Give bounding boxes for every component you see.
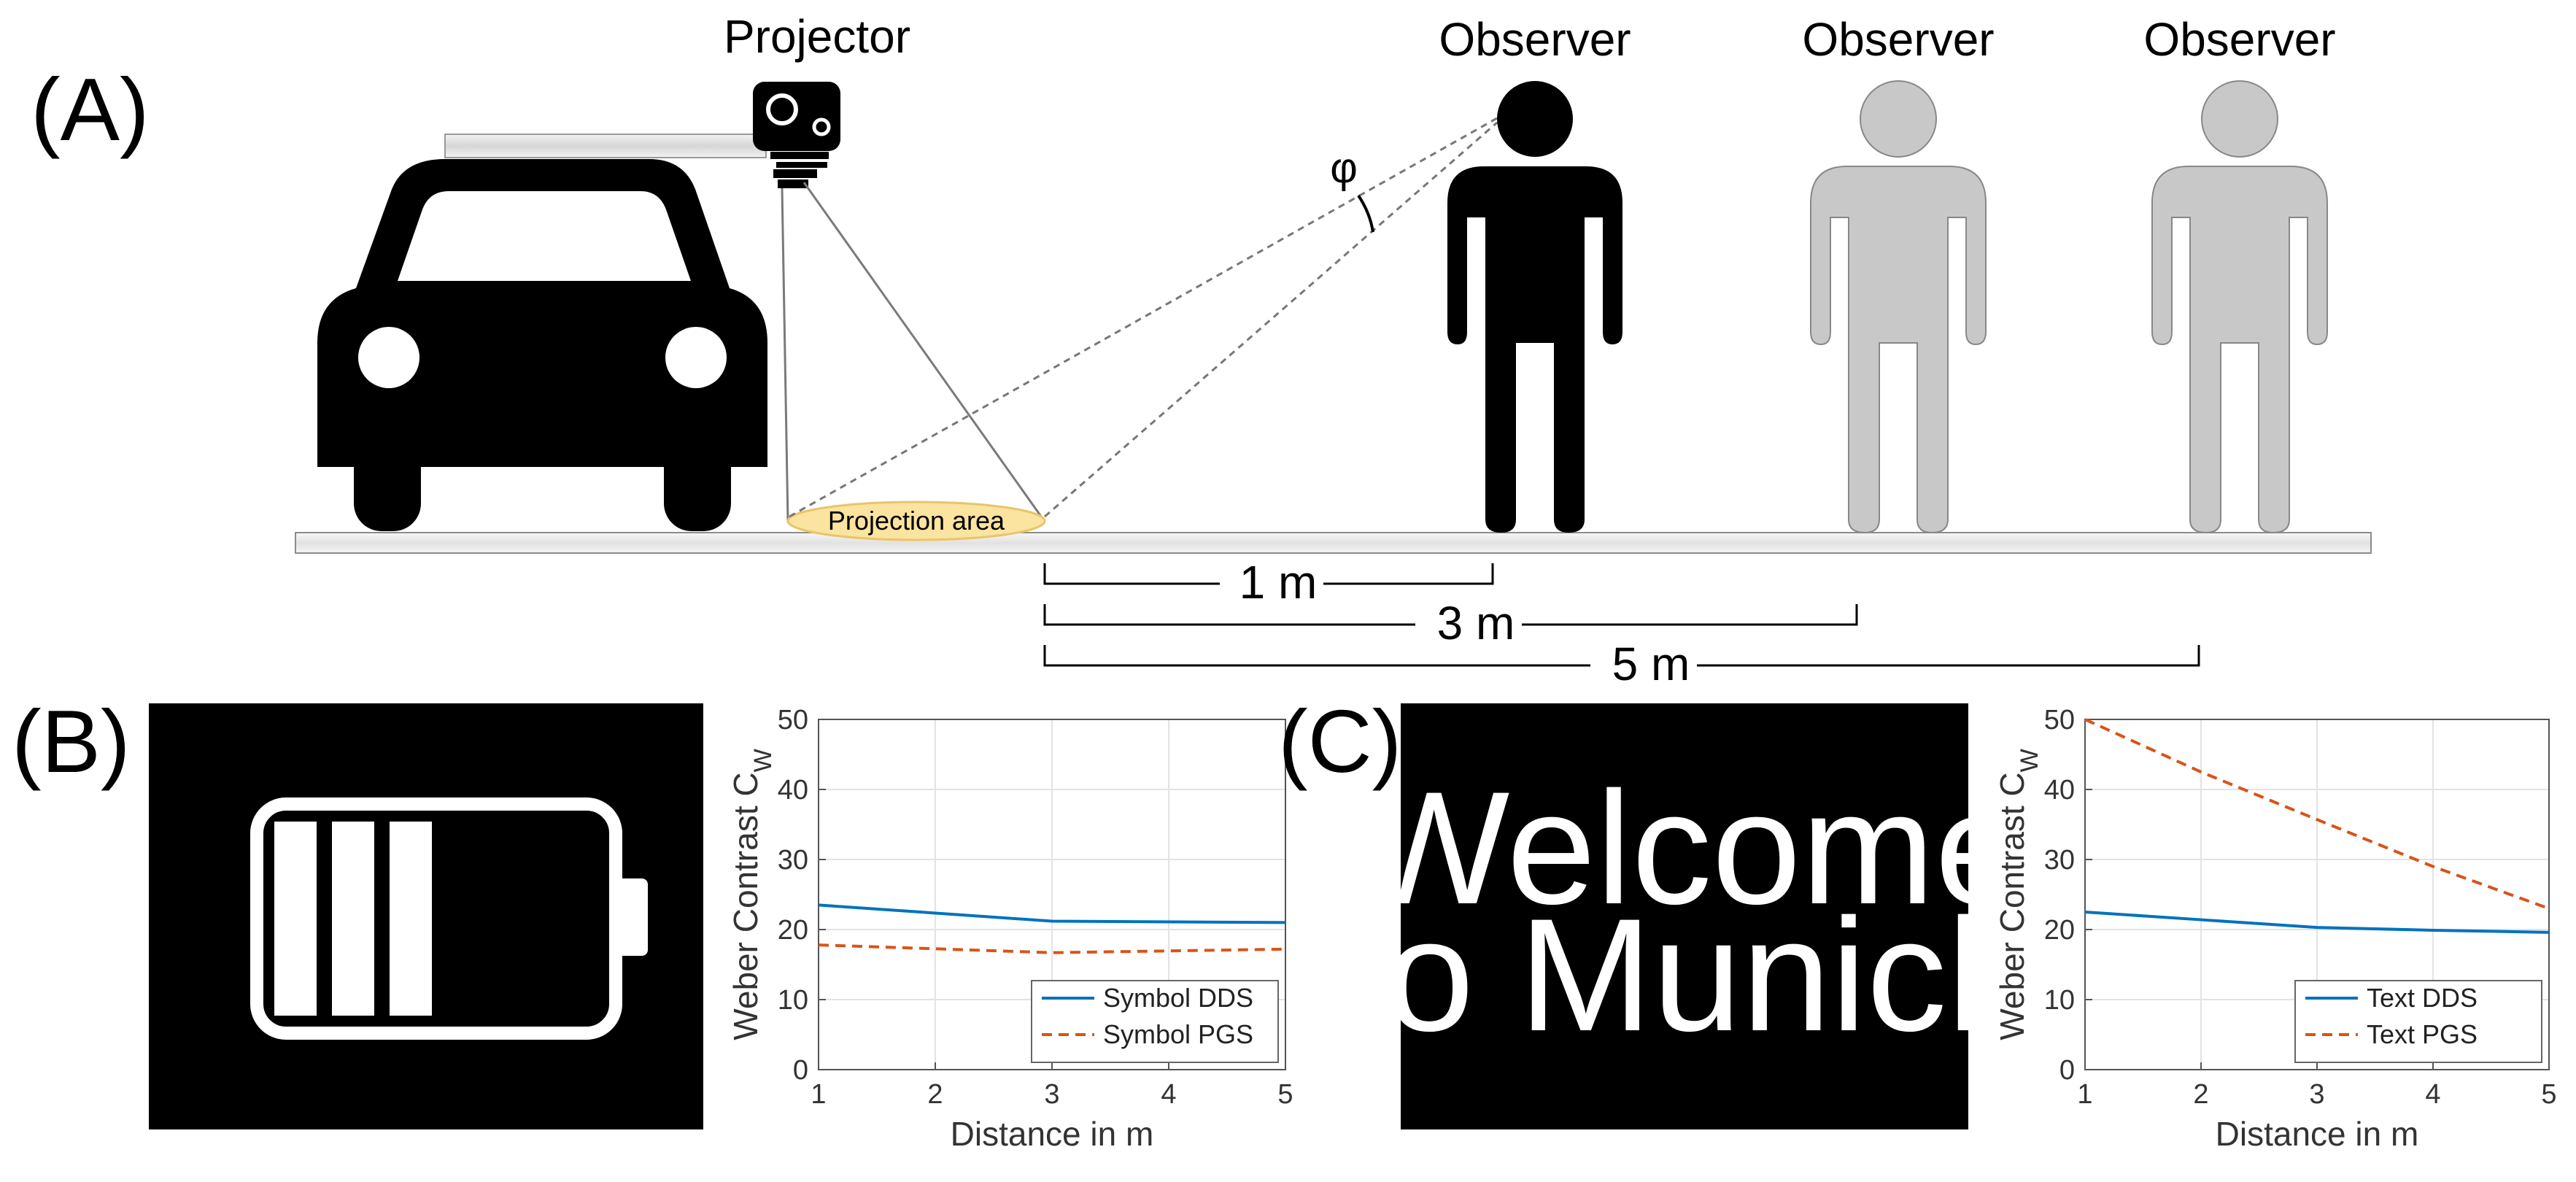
chart-c-legend-label-0: Text DDS xyxy=(2367,983,2478,1013)
chart-b-ytick-label-1: 10 xyxy=(778,985,808,1016)
chart-b-ytick-label-5: 50 xyxy=(778,705,808,735)
chart-c-ylabel: Weber Contrast CW xyxy=(1993,749,2043,1040)
chart-b-series-line-1 xyxy=(818,943,1286,954)
projection-area xyxy=(786,501,1046,541)
distance-label-3m: 3 m xyxy=(1437,597,1515,649)
ground-plane xyxy=(295,532,2372,554)
roof-mount-bar xyxy=(444,134,767,158)
chart-c-ytick-label-5: 50 xyxy=(2044,705,2075,735)
observer-icon-1m xyxy=(1447,81,1622,533)
angle-label: φ xyxy=(1330,144,1358,192)
chart-b-legend-label-1: Symbol PGS xyxy=(1103,1019,1253,1049)
car-icon xyxy=(317,159,767,531)
angle-arc xyxy=(1357,194,1374,233)
chart-b-ylabel: Weber Contrast CW xyxy=(727,749,777,1040)
chart-b-series-line-0 xyxy=(818,903,1286,924)
chart-b-xtick-label-1: 2 xyxy=(927,1079,943,1110)
chart-c-series-line-1 xyxy=(2084,718,2550,911)
panel-label-c: (C) xyxy=(1278,692,1401,791)
chart-c-ytick-label-4: 40 xyxy=(2044,775,2075,806)
chart-b-legend-box xyxy=(1031,980,1279,1063)
chart-b-legend-label-0: Symbol DDS xyxy=(1103,983,1253,1013)
chart-b-ytick-label-3: 30 xyxy=(778,845,808,876)
sight-line-near xyxy=(789,117,1498,518)
projection-ray-far xyxy=(802,182,1045,520)
text-stimulus-panel xyxy=(1401,703,1968,1129)
chart-b-xtick-label-0: 1 xyxy=(811,1079,826,1110)
chart-b-xlabel: Distance in m xyxy=(951,1115,1154,1153)
distance-label-1m: 1 m xyxy=(1239,556,1318,609)
observer-icon-3m xyxy=(1810,80,1987,534)
chart-c-xtick-label-0: 1 xyxy=(2077,1079,2092,1110)
distance-label-bg-5 xyxy=(1590,644,1697,687)
distance-label-bg-1 xyxy=(1220,562,1323,606)
projector-label: Projector xyxy=(724,10,910,63)
chart-b-ytick-label-2: 20 xyxy=(778,915,808,946)
chart-c-xtick-label-1: 2 xyxy=(2193,1079,2208,1110)
observer-label-1: Observer xyxy=(1439,13,1631,66)
chart-c-ytick-label-0: 0 xyxy=(2059,1055,2075,1086)
chart-c-xtick-label-2: 3 xyxy=(2309,1079,2324,1110)
chart-c-xtick-label-4: 5 xyxy=(2541,1079,2556,1110)
distance-label-5m: 5 m xyxy=(1612,638,1690,690)
chart-c-xtick-label-3: 4 xyxy=(2425,1079,2440,1110)
chart-c-ytick-label-1: 10 xyxy=(2044,985,2075,1016)
chart-b-ytick-label-4: 40 xyxy=(778,775,808,806)
chart-c-xlabel: Distance in m xyxy=(2216,1115,2419,1153)
observer-icon-5m xyxy=(2151,80,2328,534)
chart-c-ytick-label-3: 30 xyxy=(2044,845,2075,876)
chart-b-xtick-label-2: 3 xyxy=(1044,1079,1059,1110)
panel-label-b: (B) xyxy=(12,692,131,791)
sight-line-far xyxy=(1044,121,1498,518)
observer-label-2: Observer xyxy=(1802,13,1994,66)
chart-b-xtick-label-3: 4 xyxy=(1161,1079,1176,1110)
projection-ray-near xyxy=(781,188,789,523)
projection-area-label: Projection area xyxy=(828,506,1005,536)
distance-label-bg-3 xyxy=(1415,603,1522,646)
battery-icon xyxy=(250,797,648,1040)
projector-icon xyxy=(753,82,840,188)
chart-b-xtick-label-4: 5 xyxy=(1277,1079,1293,1110)
chart-b-ytick-label-0: 0 xyxy=(793,1055,808,1086)
chart-c-ytick-label-2: 20 xyxy=(2044,915,2075,946)
stimulus-text-line-2: to Munich xyxy=(1340,885,2036,1065)
panel-label-a: (A) xyxy=(31,60,150,159)
chart-c-series-line-0 xyxy=(2084,911,2550,934)
observer-label-3: Observer xyxy=(2143,13,2335,66)
chart-c-legend-box xyxy=(2294,980,2542,1063)
stimulus-text-line-1: Welcome xyxy=(1358,758,2024,938)
chart-c-legend-label-1: Text PGS xyxy=(2367,1019,2478,1049)
